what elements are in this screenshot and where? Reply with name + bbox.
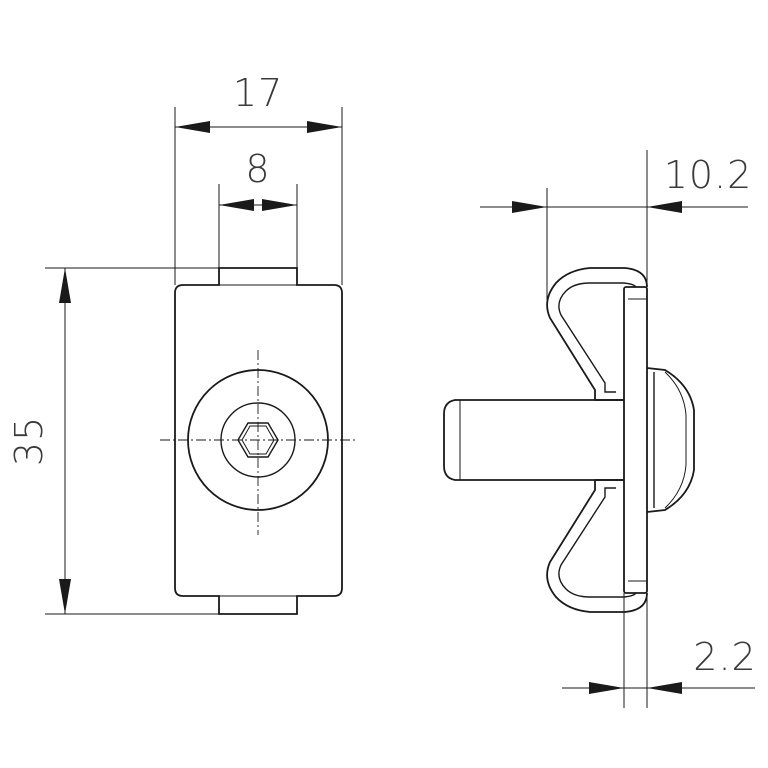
arrow-17-right — [307, 121, 342, 133]
spring-clip-bottom-outer — [546, 479, 648, 613]
dimension-label-10-2: 10.2 — [664, 153, 753, 197]
side-view — [443, 267, 695, 613]
arrow-35-top — [59, 268, 71, 303]
front-view — [160, 267, 356, 615]
bolt-shank — [443, 399, 624, 481]
arrow-10-2-left — [512, 201, 547, 213]
spring-clip-top-inner — [558, 282, 637, 393]
dimension-2-2: 2.2 — [562, 593, 756, 708]
bolt-head-dome-inner — [664, 371, 687, 509]
bolt-head-dome — [646, 367, 695, 513]
dimension-label-17: 17 — [233, 71, 283, 115]
dimension-label-2-2: 2.2 — [693, 635, 756, 679]
dimension-17: 17 — [174, 71, 343, 285]
arrow-17-left — [175, 121, 210, 133]
dimension-35: 35 — [7, 267, 219, 615]
spring-clip-bottom-inner — [558, 487, 637, 598]
side-plate — [623, 286, 648, 594]
arrow-10-2-right — [647, 201, 682, 213]
dimension-label-35: 35 — [7, 416, 51, 466]
arrow-2-2-right — [647, 682, 682, 694]
arrow-35-bottom — [59, 579, 71, 614]
arrow-2-2-left — [589, 682, 624, 694]
dimension-label-8: 8 — [245, 147, 270, 191]
dimension-10-2: 10.2 — [480, 150, 753, 300]
arrow-8-left — [219, 199, 254, 211]
spring-clip-top-outer — [546, 267, 648, 401]
dimension-8: 8 — [218, 147, 298, 268]
front-body-outline — [174, 267, 343, 615]
arrow-8-right — [262, 199, 297, 211]
